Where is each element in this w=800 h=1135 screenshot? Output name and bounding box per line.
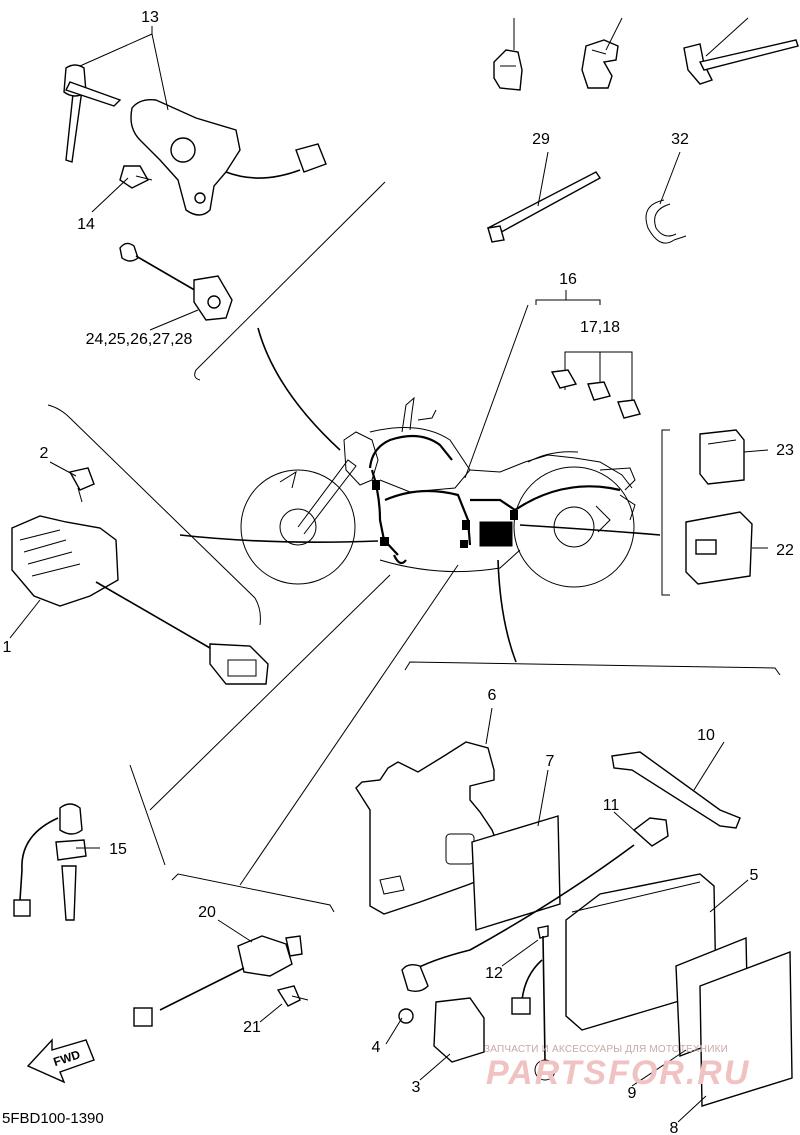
harness-block bbox=[479, 521, 513, 547]
fwd-arrow: FWD bbox=[26, 1038, 95, 1084]
sensor-15 bbox=[13, 803, 87, 921]
callout-13: 13 bbox=[141, 9, 159, 26]
callout-20: 21 bbox=[243, 1019, 261, 1036]
callout-23: 24,25,26,27,28 bbox=[86, 331, 193, 348]
callout-4: 4 bbox=[372, 1039, 381, 1056]
callout-14: 14 bbox=[77, 216, 95, 233]
callout-9: 9 bbox=[628, 1085, 637, 1102]
callout-12: 12 bbox=[485, 965, 503, 982]
callout-6: 6 bbox=[488, 687, 497, 704]
callout-5: 5 bbox=[750, 867, 759, 884]
clamp-parts bbox=[486, 39, 799, 244]
switch-19 bbox=[133, 935, 309, 1027]
group-dividers bbox=[47, 181, 781, 913]
callout-17-18: 17,18 bbox=[580, 319, 620, 336]
callout-numbers: 13 14 24,25,26,27,28 29 32 16 17,18 23 2… bbox=[3, 9, 794, 1135]
diagram-code: 5FBD100-1390 bbox=[2, 1110, 104, 1127]
callout-15: 15 bbox=[109, 841, 127, 858]
callout-7: 7 bbox=[546, 753, 555, 770]
watermark: ЗАПЧАСТИ И АКСЕССУАРЫ ДЛЯ МОТОТЕХНИКИ PA… bbox=[484, 1044, 750, 1092]
callout-1: 1 bbox=[3, 639, 12, 656]
fuse-parts bbox=[535, 299, 641, 419]
callout-22: 23 bbox=[776, 442, 794, 459]
wire-harness bbox=[368, 434, 621, 565]
motorcycle-outline bbox=[240, 396, 636, 588]
battery-group bbox=[355, 741, 793, 1107]
callout-16: 16 bbox=[559, 271, 577, 288]
callout-11: 11 bbox=[603, 797, 620, 814]
callout-3: 3 bbox=[412, 1079, 421, 1096]
callout-8: 8 bbox=[670, 1120, 679, 1135]
rectifier-regulator bbox=[11, 467, 269, 685]
callout-2: 2 bbox=[40, 445, 49, 462]
main-switch-assembly bbox=[63, 64, 327, 321]
watermark-caption: ЗАПЧАСТИ И АКСЕССУАРЫ ДЛЯ МОТОТЕХНИКИ bbox=[484, 1044, 728, 1055]
callout-24-28: 29 bbox=[532, 131, 550, 148]
callout-10: 10 bbox=[697, 727, 715, 744]
callout-leaders bbox=[9, 17, 769, 1123]
harness-leaders bbox=[149, 304, 661, 886]
callout-19: 20 bbox=[198, 904, 216, 921]
callout-32: 32 bbox=[671, 131, 689, 148]
watermark-logo: PARTSFOR.RU bbox=[486, 1054, 750, 1092]
callout-21: 22 bbox=[776, 542, 794, 559]
relay-parts bbox=[685, 429, 753, 585]
